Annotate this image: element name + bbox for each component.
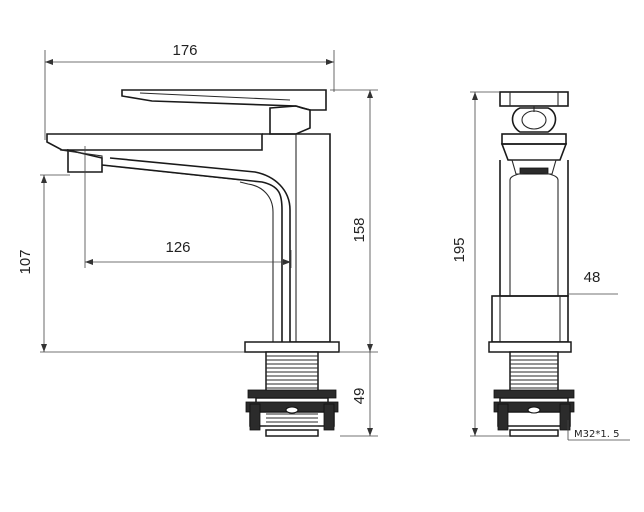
thread-spec-callout: M32*1. 5 (567, 420, 630, 441)
dimension-49: 49 (340, 352, 378, 437)
dim-107-label: 107 (17, 249, 34, 274)
dim-195-label: 195 (451, 237, 468, 262)
dim-49-label: 49 (351, 388, 368, 405)
side-view: 48 195 (451, 91, 630, 441)
dimension-195: 195 (451, 91, 510, 437)
threaded-shank (265, 351, 319, 393)
dim-48-label: 48 (584, 269, 601, 286)
mounting-nut (245, 389, 339, 437)
dimension-48: 48 (568, 269, 618, 295)
spout (46, 133, 263, 151)
front-view: 176 126 107 (17, 42, 378, 437)
dim-126-label: 126 (165, 239, 190, 256)
dimension-107: 107 (17, 174, 245, 353)
dimension-176: 176 (44, 42, 335, 140)
handle-knob (511, 107, 557, 133)
base-plate (244, 341, 340, 353)
dim-176-label: 176 (172, 42, 197, 59)
dimension-126: 126 (84, 146, 292, 268)
dimension-158: 158 (330, 89, 378, 353)
thread-spec-label: M32*1. 5 (574, 429, 619, 440)
dim-158-label: 158 (351, 217, 368, 242)
faucet-body (109, 133, 331, 343)
handle-lever (121, 89, 327, 111)
